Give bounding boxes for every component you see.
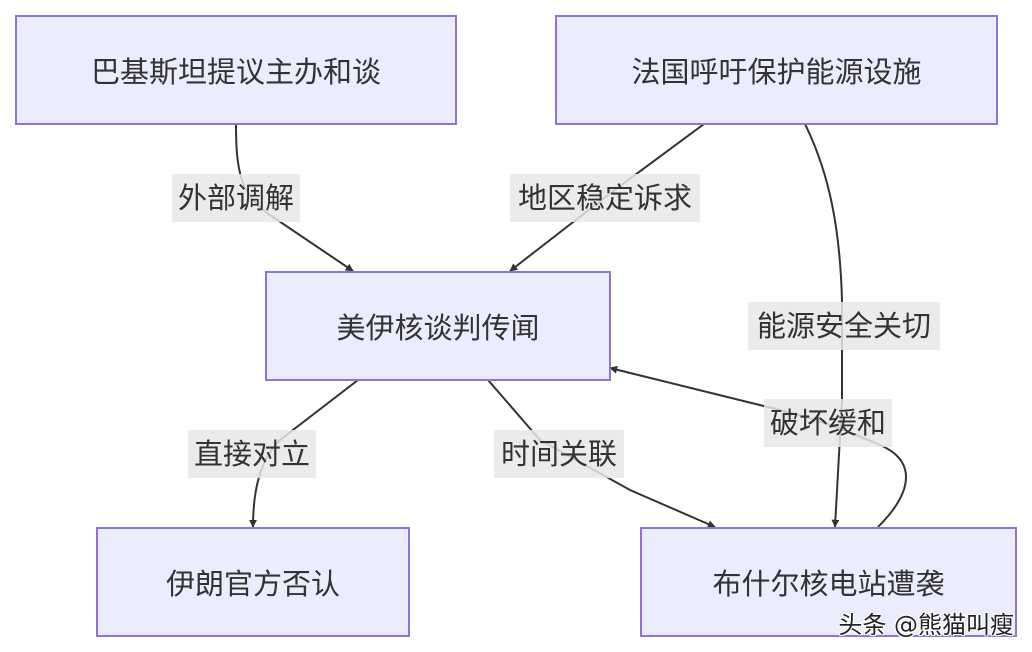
node-bushehr-attacked: 布什尔核电站遭袭 (640, 527, 1017, 637)
node-pakistan-proposes-talks: 巴基斯坦提议主办和谈 (15, 15, 457, 125)
node-us-iran-talks-rumor: 美伊核谈判传闻 (265, 271, 611, 381)
node-iran-official-denial: 伊朗官方否认 (96, 527, 410, 637)
node-france-calls-protect-energy: 法国呼吁保护能源设施 (555, 15, 998, 125)
edge-label-regional-stability: 地区稳定诉求 (510, 174, 700, 222)
node-label: 伊朗官方否认 (165, 567, 340, 601)
edge-france-to-bushehr (804, 123, 843, 528)
edge-bushehr-to-talks (609, 365, 907, 528)
node-label: 法国呼吁保护能源设施 (631, 55, 922, 89)
node-label: 美伊核谈判传闻 (336, 311, 540, 345)
node-label: 布什尔核电站遭袭 (712, 567, 945, 601)
edge-label-external-mediation: 外部调解 (172, 174, 300, 222)
edge-label-direct-opposition: 直接对立 (188, 430, 316, 478)
node-label: 巴基斯坦提议主办和谈 (90, 55, 381, 89)
edge-label-undermine-easing: 破坏缓和 (764, 399, 892, 447)
watermark: 头条 @熊猫叫瘦 (838, 611, 1014, 639)
edge-label-temporal-link: 时间关联 (494, 430, 624, 478)
edge-label-energy-security: 能源安全关切 (748, 302, 940, 350)
